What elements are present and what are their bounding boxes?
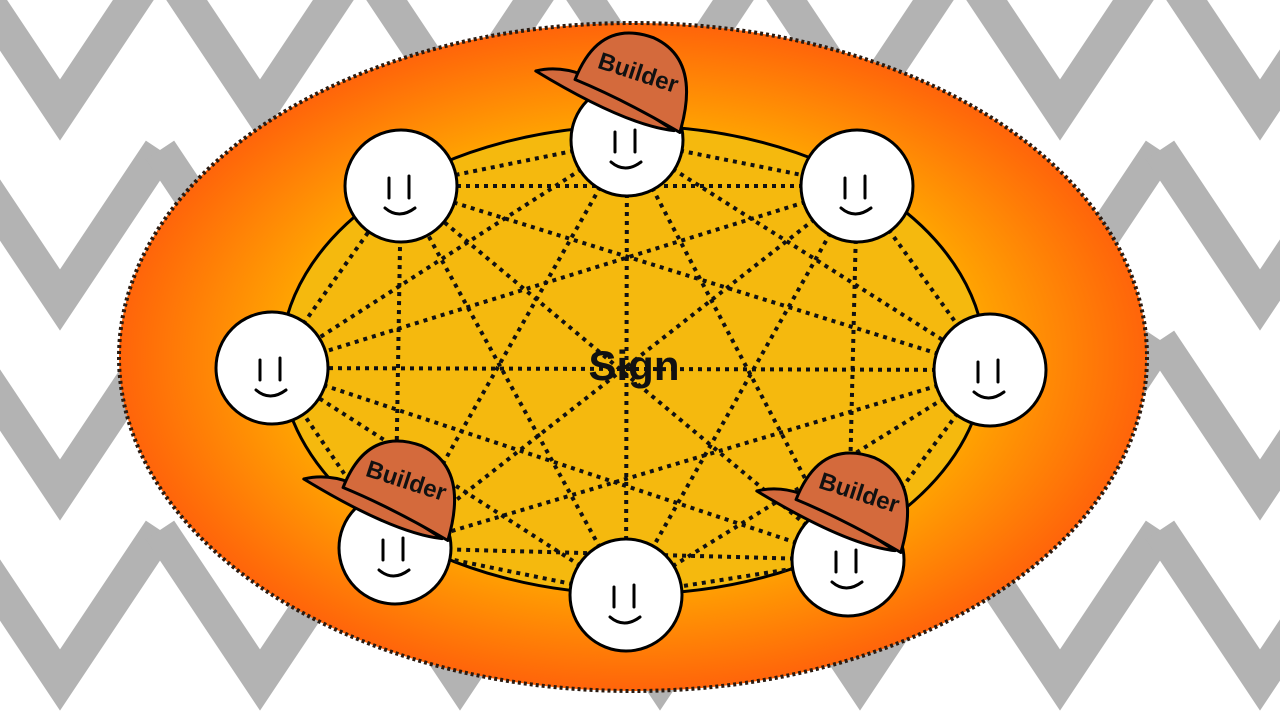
chevron-stripe [1160, 530, 1280, 680]
face-icon [801, 130, 913, 242]
chevron-stripe [1160, 0, 1280, 110]
face-icon [345, 130, 457, 242]
participant-right [934, 314, 1046, 426]
center-label: Sign [589, 342, 680, 389]
face-icon [570, 539, 682, 651]
chevron-stripe [1160, 340, 1280, 490]
chevron-stripe [1160, 150, 1280, 300]
participant-upper-right [801, 130, 913, 242]
chevron-stripe [0, 0, 160, 110]
chevron-stripe [960, 0, 1160, 110]
face-icon [216, 312, 328, 424]
face-icon [934, 314, 1046, 426]
participant-left [216, 312, 328, 424]
participant-bottom [570, 539, 682, 651]
chevron-stripe [0, 530, 160, 680]
participant-upper-left [345, 130, 457, 242]
